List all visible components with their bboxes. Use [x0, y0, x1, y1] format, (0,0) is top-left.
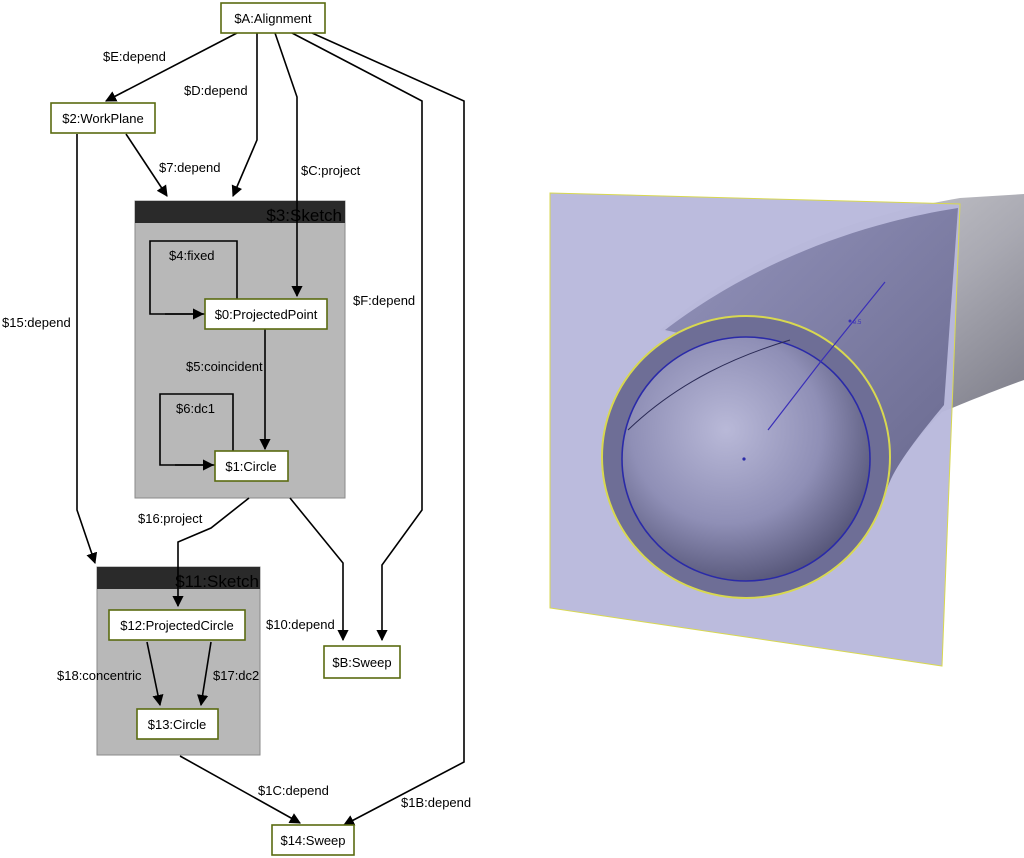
node-sweep-b[interactable]: $B:Sweep: [323, 645, 401, 679]
edge-label-1C: $1C:depend: [258, 783, 329, 798]
sweep-3d-view[interactable]: e.5: [549, 192, 1024, 667]
node-circle-1[interactable]: $1:Circle: [214, 450, 289, 482]
edge-label-18: $18:concentric: [57, 668, 142, 683]
node-alignment-label: $A:Alignment: [234, 11, 312, 26]
node-projected-point[interactable]: $0:ProjectedPoint: [204, 298, 328, 330]
edge-10: [289, 497, 349, 642]
edge-7: [125, 133, 168, 197]
node-alignment[interactable]: $A:Alignment: [220, 2, 326, 34]
sketch-3: $3:Sketch: [134, 200, 346, 499]
edge-label-6: $6:dc1: [176, 401, 215, 416]
node-projected-circle-label: $12:ProjectedCircle: [120, 618, 233, 633]
sketch-3-header: [135, 201, 345, 223]
node-sweep-14[interactable]: $14:Sweep: [271, 824, 355, 856]
edge-1B: [311, 32, 465, 826]
node-sweep-b-label: $B:Sweep: [332, 655, 391, 670]
edge-18: [146, 641, 164, 707]
sketch-11-title: $11:Sketch: [175, 572, 259, 591]
node-workplane[interactable]: $2:WorkPlane: [50, 102, 156, 134]
node-circle-13-label: $13:Circle: [148, 717, 207, 732]
edge-label-7: $7:depend: [159, 160, 220, 175]
edge-C: [274, 32, 303, 298]
edge-label-E: $E:depend: [103, 49, 166, 64]
edge-label-4: $4:fixed: [169, 248, 215, 263]
node-circle-1-label: $1:Circle: [225, 459, 276, 474]
edge-15: [76, 134, 98, 565]
edge-label-D: $D:depend: [184, 83, 248, 98]
node-projected-circle[interactable]: $12:ProjectedCircle: [108, 609, 246, 641]
edge-1C: [179, 755, 301, 824]
edges: [76, 32, 465, 826]
node-projected-point-label: $0:ProjectedPoint: [215, 307, 318, 322]
edge-label-5: $5:coincident: [186, 359, 263, 374]
edge-labels: $E:depend $D:depend $7:depend $C:project…: [2, 49, 471, 810]
edge-label-17: $17:dc2: [213, 668, 259, 683]
edge-label-10: $10:depend: [266, 617, 335, 632]
edge-label-16: $16:project: [138, 511, 203, 526]
edge-label-C: $C:project: [301, 163, 361, 178]
edge-label-1B: $1B:depend: [401, 795, 471, 810]
edge-label-15: $15:depend: [2, 315, 71, 330]
center-point: [742, 457, 746, 461]
profile-inner-circle: [621, 336, 871, 582]
sketch-3-title: $3:Sketch: [266, 206, 342, 225]
edge-F: [291, 32, 423, 642]
node-sweep-14-label: $14:Sweep: [280, 833, 345, 848]
sweep-axis-line: [767, 281, 886, 431]
edge-D: [231, 33, 258, 198]
edge-17: [197, 641, 212, 707]
edge-16: [172, 497, 250, 608]
inner-seam-line: [627, 339, 791, 431]
edge-E: [105, 32, 238, 102]
node-workplane-label: $2:WorkPlane: [62, 111, 143, 126]
axis-point: [848, 319, 852, 323]
axis-marker-label: e.5: [853, 320, 862, 326]
node-circle-13[interactable]: $13:Circle: [136, 708, 219, 740]
edge-label-F: $F:depend: [353, 293, 415, 308]
sketch-3-body: [134, 200, 346, 499]
